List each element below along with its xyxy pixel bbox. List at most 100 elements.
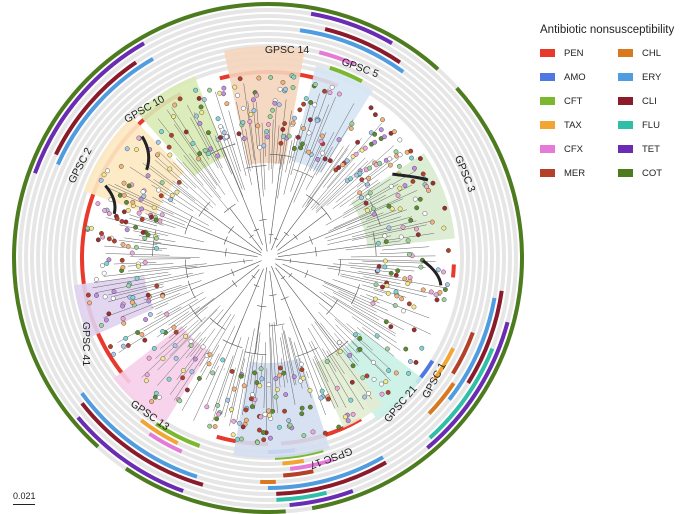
ring-track [54, 44, 482, 472]
tip-node [125, 244, 131, 249]
tip-node [95, 201, 101, 207]
tip-node [241, 136, 247, 142]
tip-node [349, 379, 355, 385]
tip-node [344, 158, 350, 164]
tip-node [307, 404, 313, 410]
branch-line [320, 322, 353, 364]
tip-node [254, 380, 260, 385]
branch-line [242, 354, 253, 416]
tip-node [183, 333, 188, 339]
tip-node [102, 294, 108, 300]
tip-node [237, 76, 243, 82]
tip-node [145, 173, 151, 179]
branch-line [168, 311, 190, 326]
branch-line [327, 267, 445, 288]
tip-node [283, 392, 289, 397]
branch-line [140, 246, 167, 250]
ring-segment-chl [427, 382, 456, 415]
legend-swatch [618, 49, 633, 57]
tip-node [291, 74, 297, 80]
ring-segment-cli [54, 60, 138, 156]
ring-segment-tet [310, 11, 393, 45]
branch-line [265, 368, 268, 436]
branch-line [351, 224, 427, 241]
tip-node [290, 85, 296, 90]
branch-line [108, 286, 164, 303]
branch-line [351, 220, 417, 238]
tip-node [277, 86, 283, 92]
tip-node [121, 192, 127, 198]
tip-node [282, 121, 288, 126]
branch-line [104, 245, 162, 251]
tip-node [190, 141, 196, 146]
tip-node [255, 123, 261, 129]
branch-arc [326, 299, 338, 315]
ring-segment-cfx [289, 457, 335, 471]
branch-line [127, 263, 174, 267]
tip-node [111, 351, 116, 357]
branch-line [271, 172, 304, 250]
tip-node [345, 418, 351, 424]
tip-node [124, 146, 130, 152]
branch-line [153, 178, 214, 221]
tip-node [85, 225, 90, 231]
tip-node [408, 217, 414, 223]
branch-line [129, 217, 158, 227]
tip-node [171, 114, 176, 119]
tip-node [134, 275, 140, 281]
tip-node [414, 226, 419, 232]
branch-arc [296, 347, 318, 357]
tip-node [120, 242, 126, 247]
branch-line [153, 242, 258, 257]
tip-node [298, 145, 304, 151]
ring-segment-ery [80, 392, 198, 479]
tip-node [378, 127, 384, 133]
branch-line [324, 209, 407, 239]
tip-node [101, 172, 107, 178]
tip-node [194, 113, 199, 119]
clade-sector [333, 330, 423, 421]
tip-node [310, 429, 316, 435]
branch-arc [244, 351, 267, 355]
branch-line [382, 246, 430, 251]
tip-node [236, 131, 242, 137]
tip-node [183, 129, 189, 135]
tip-node [383, 379, 389, 385]
tip-node [409, 155, 414, 161]
branch-line [263, 342, 266, 409]
branch-line [319, 291, 397, 343]
tip-node [402, 183, 408, 189]
branch-line [166, 109, 226, 196]
legend-item-ery: ERY [618, 70, 661, 84]
tip-node [441, 269, 446, 275]
branch-line [236, 328, 255, 423]
tip-node [397, 152, 403, 158]
tip-node [250, 392, 255, 398]
tip-node [251, 97, 256, 103]
legend-swatch [540, 169, 555, 177]
tip-node [406, 301, 412, 307]
tip-node [145, 292, 151, 298]
tip-node [89, 225, 94, 231]
tip-node [419, 345, 425, 351]
tip-node [101, 270, 107, 276]
tip-node [270, 408, 276, 414]
tip-node [230, 432, 236, 438]
tip-node [172, 343, 178, 349]
tip-node [243, 407, 249, 413]
tip-node [111, 289, 117, 295]
legend-swatch [618, 97, 633, 105]
tip-node [153, 217, 159, 223]
tip-node [307, 388, 313, 393]
branch-line [154, 155, 214, 209]
tip-node [173, 355, 179, 361]
tip-node [301, 125, 306, 131]
tip-node [180, 368, 186, 373]
tip-node [324, 359, 330, 364]
tip-node [136, 135, 142, 141]
tip-node [154, 283, 160, 289]
tip-node [251, 108, 257, 113]
branch-line [155, 319, 199, 359]
tip-node [133, 244, 139, 250]
tip-node [327, 90, 333, 96]
